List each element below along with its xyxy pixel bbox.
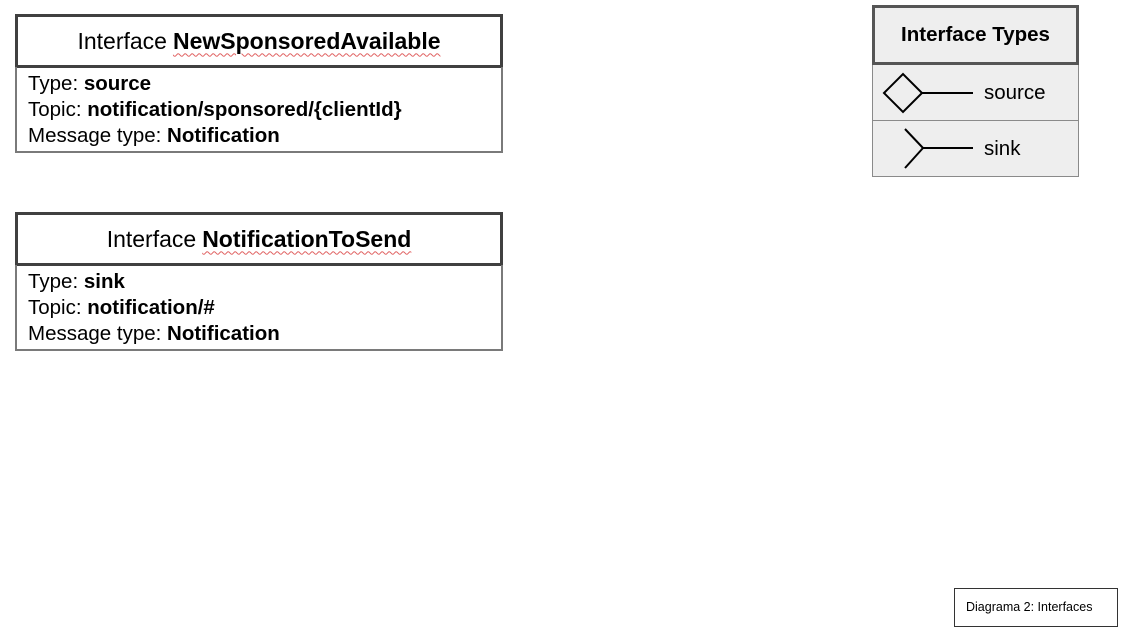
legend-item-sink: sink — [872, 121, 1079, 177]
interface-topic-row: Topic: notification/# — [28, 295, 501, 321]
message-type-value: Notification — [167, 322, 280, 345]
diagram-caption: Diagrama 2: Interfaces — [954, 588, 1118, 627]
message-type-label: Message type: — [28, 322, 162, 345]
legend-item-label: sink — [984, 137, 1021, 160]
interface-keyword: Interface — [77, 27, 167, 54]
legend-item-source: source — [872, 65, 1079, 121]
interface-header: Interface NotificationToSend — [15, 212, 503, 266]
interface-details: Type: sink Topic: notification/# Message… — [15, 265, 503, 351]
diamond-line-icon — [882, 72, 973, 114]
fork-line-icon — [904, 128, 973, 169]
topic-value: notification/sponsored/{clientId} — [87, 98, 402, 121]
message-type-label: Message type: — [28, 124, 162, 147]
topic-label: Topic: — [28, 296, 82, 319]
interface-header: Interface NewSponsoredAvailable — [15, 14, 503, 68]
type-label: Type: — [28, 270, 79, 293]
interface-type-row: Type: sink — [28, 269, 501, 295]
type-value: source — [83, 72, 152, 95]
interface-box-notification-to-send: Interface NotificationToSend Type: sink … — [15, 212, 503, 351]
interface-message-row: Message type: Notification — [28, 321, 501, 347]
topic-value: notification/# — [87, 296, 215, 319]
interface-details: Type: source Topic: notification/sponsor… — [15, 67, 503, 153]
type-value: sink — [83, 270, 125, 293]
interface-types-legend: Interface Types source sink — [872, 5, 1079, 177]
interface-topic-row: Topic: notification/sponsored/{clientId} — [28, 97, 501, 123]
interface-box-new-sponsored-available: Interface NewSponsoredAvailable Type: so… — [15, 14, 503, 153]
interface-name: NotificationToSend — [202, 225, 412, 252]
interface-name: NewSponsoredAvailable — [172, 27, 441, 54]
topic-label: Topic: — [28, 98, 82, 121]
interface-keyword: Interface — [106, 225, 197, 252]
legend-title: Interface Types — [872, 5, 1079, 65]
interface-message-row: Message type: Notification — [28, 123, 501, 149]
legend-item-label: source — [984, 81, 1046, 104]
interface-type-row: Type: source — [28, 71, 501, 97]
message-type-value: Notification — [167, 124, 280, 147]
type-label: Type: — [28, 72, 79, 95]
